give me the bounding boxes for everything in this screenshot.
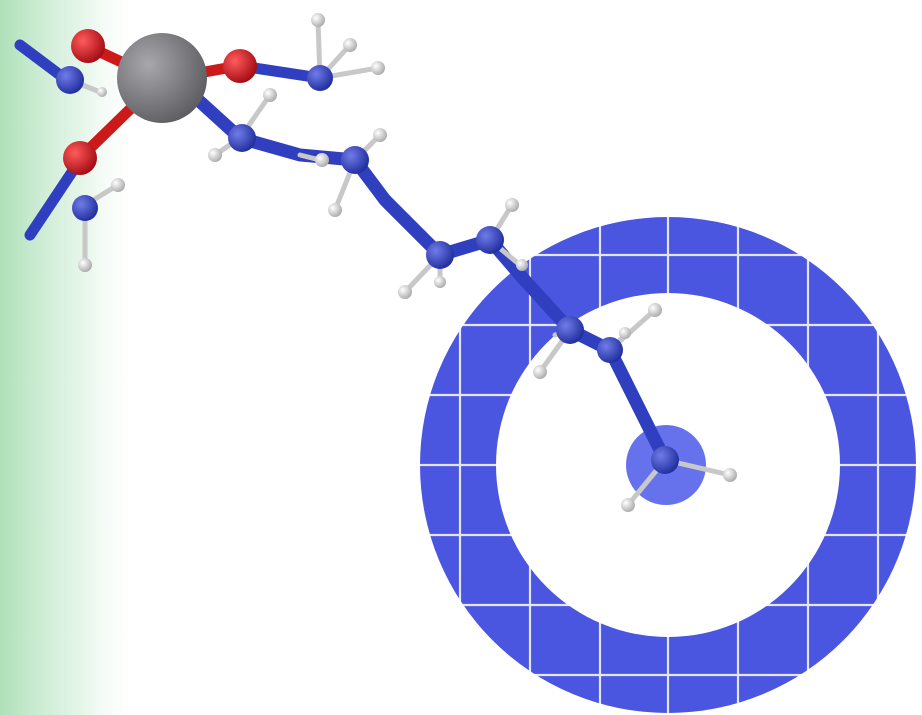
- hydrogen-atom: [619, 327, 631, 339]
- hydrogen-atom: [263, 88, 277, 102]
- carbon-atom: [341, 146, 369, 174]
- carbon-atom: [476, 226, 504, 254]
- hydrogen-atom: [328, 203, 342, 217]
- hydrogen-atom: [516, 259, 528, 271]
- oxygen-atom: [71, 29, 105, 63]
- hydrogen-atom: [311, 13, 325, 27]
- carbon-atom: [597, 337, 623, 363]
- hydrogen-atom: [343, 38, 357, 52]
- oxygen-atom: [63, 141, 97, 175]
- hydrogen-atom: [434, 276, 446, 288]
- hydrogen-atom: [111, 178, 125, 192]
- target-ring-icon: [400, 200, 922, 715]
- hydrogen-atom: [723, 468, 737, 482]
- hydrogen-atom: [648, 303, 662, 317]
- carbon-atom: [56, 66, 84, 94]
- green-edge-glow: [0, 0, 140, 715]
- carbon-atom: [307, 65, 333, 91]
- carbon-atom: [556, 316, 584, 344]
- hydrogen-atom: [208, 148, 222, 162]
- hydrogen-atom: [533, 365, 547, 379]
- carbon-atom: [228, 124, 256, 152]
- hydrogen-atom: [315, 153, 329, 167]
- hydrogen-atom: [398, 285, 412, 299]
- heavy-atom: [117, 33, 207, 123]
- hydrogen-atom: [371, 61, 385, 75]
- carbon-atom: [651, 446, 679, 474]
- oxygen-atom: [223, 49, 257, 83]
- hydrogen-atom: [621, 498, 635, 512]
- hydrogen-atom: [78, 258, 92, 272]
- hydrogen-atom: [505, 198, 519, 212]
- hydrogen-atom: [97, 87, 107, 97]
- carbon-atom: [72, 195, 98, 221]
- hydrogen-atom: [373, 128, 387, 142]
- carbon-atom: [426, 241, 454, 269]
- molecule-chain-icon: [14, 13, 737, 512]
